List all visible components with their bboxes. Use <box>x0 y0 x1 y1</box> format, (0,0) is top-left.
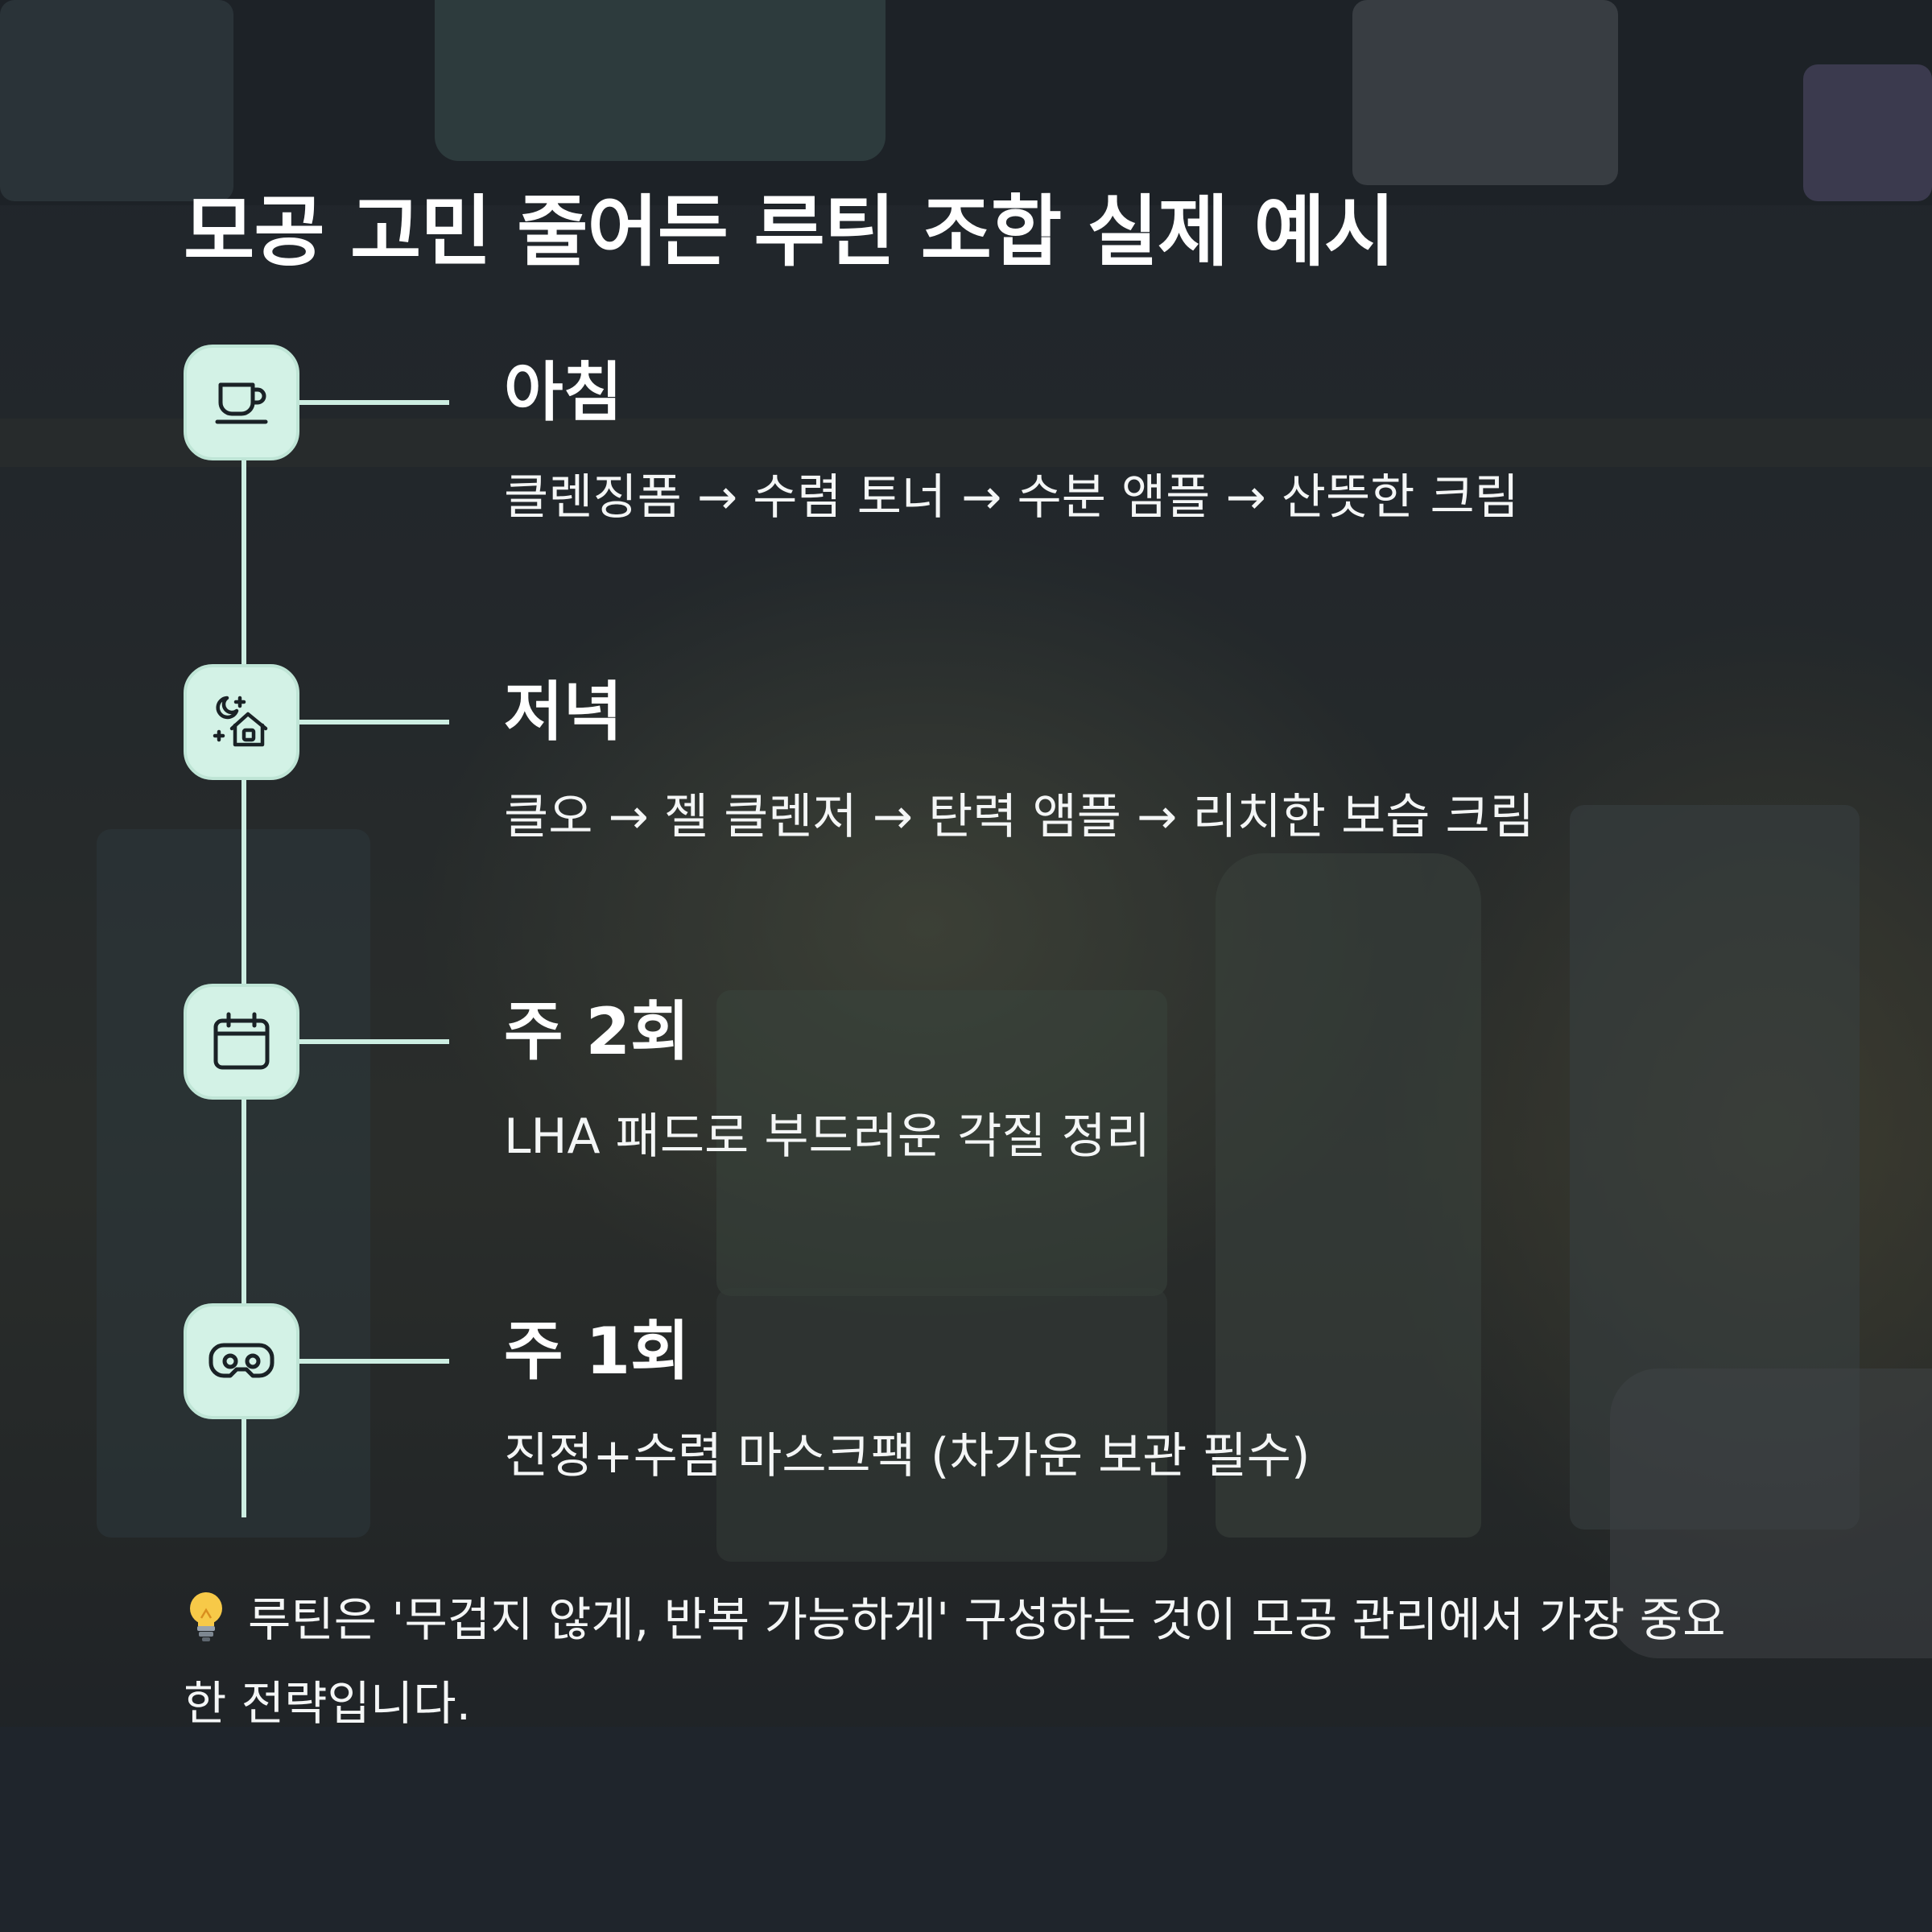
step-title: 아침 <box>504 355 623 430</box>
background-product <box>0 0 233 201</box>
timeline-step-twice-weekly: 주 2회 LHA 패드로 부드러운 각질 정리 <box>0 984 1932 1193</box>
step-title: 저녁 <box>504 675 623 749</box>
step-description: 클렌징폼 → 수렴 토너 → 수분 앰플 → 산뜻한 크림 <box>504 469 1519 526</box>
step-description: 진정+수렴 마스크팩 (차가운 보관 필수) <box>504 1428 1311 1484</box>
timeline-step-once-weekly: 주 1회 진정+수렴 마스크팩 (차가운 보관 필수) <box>0 1303 1932 1513</box>
timeline-line <box>242 386 246 1517</box>
background-product <box>716 990 1167 1296</box>
lightbulb-icon <box>184 1578 229 1662</box>
step-description: LHA 패드로 부드러운 각질 정리 <box>504 1108 1151 1165</box>
timeline-step-evening: 저녁 클오 → 젤 클렌저 → 탄력 앰플 → 리치한 보습 크림 <box>0 664 1932 873</box>
tip-text: 루틴은 '무겁지 않게, 반복 가능하게' 구성하는 것이 모공 관리에서 가장… <box>184 1592 1726 1731</box>
timeline-step-morning: 아침 클렌징폼 → 수렴 토너 → 수분 앰플 → 산뜻한 크림 <box>0 345 1932 554</box>
coffee-cup-icon <box>184 345 299 460</box>
tip-text-block: 루틴은 '무겁지 않게, 반복 가능하게' 구성하는 것이 모공 관리에서 가장… <box>184 1578 1729 1745</box>
sleep-mask-icon <box>184 1303 299 1419</box>
background-product <box>1352 0 1618 185</box>
timeline-connector <box>299 720 449 724</box>
background-product <box>716 1288 1167 1562</box>
step-description: 클오 → 젤 클렌저 → 탄력 앰플 → 리치한 보습 크림 <box>504 789 1534 845</box>
background-product <box>97 829 370 1538</box>
page-title: 모공 고민 줄어든 루틴 조합 실제 예시 <box>184 187 1395 277</box>
timeline-connector <box>299 400 449 405</box>
step-title: 주 1회 <box>504 1314 690 1389</box>
background-product <box>435 0 886 161</box>
night-house-icon <box>184 664 299 780</box>
background-bottom-band <box>0 1727 1932 1932</box>
timeline-connector <box>299 1359 449 1364</box>
calendar-icon <box>184 984 299 1100</box>
dark-overlay <box>0 205 1932 1727</box>
background-product <box>1610 1368 1932 1658</box>
background-product <box>1803 64 1932 201</box>
step-title: 주 2회 <box>504 994 690 1069</box>
timeline-connector <box>299 1039 449 1044</box>
background-shelf <box>0 419 1932 467</box>
background-product <box>1216 853 1481 1538</box>
